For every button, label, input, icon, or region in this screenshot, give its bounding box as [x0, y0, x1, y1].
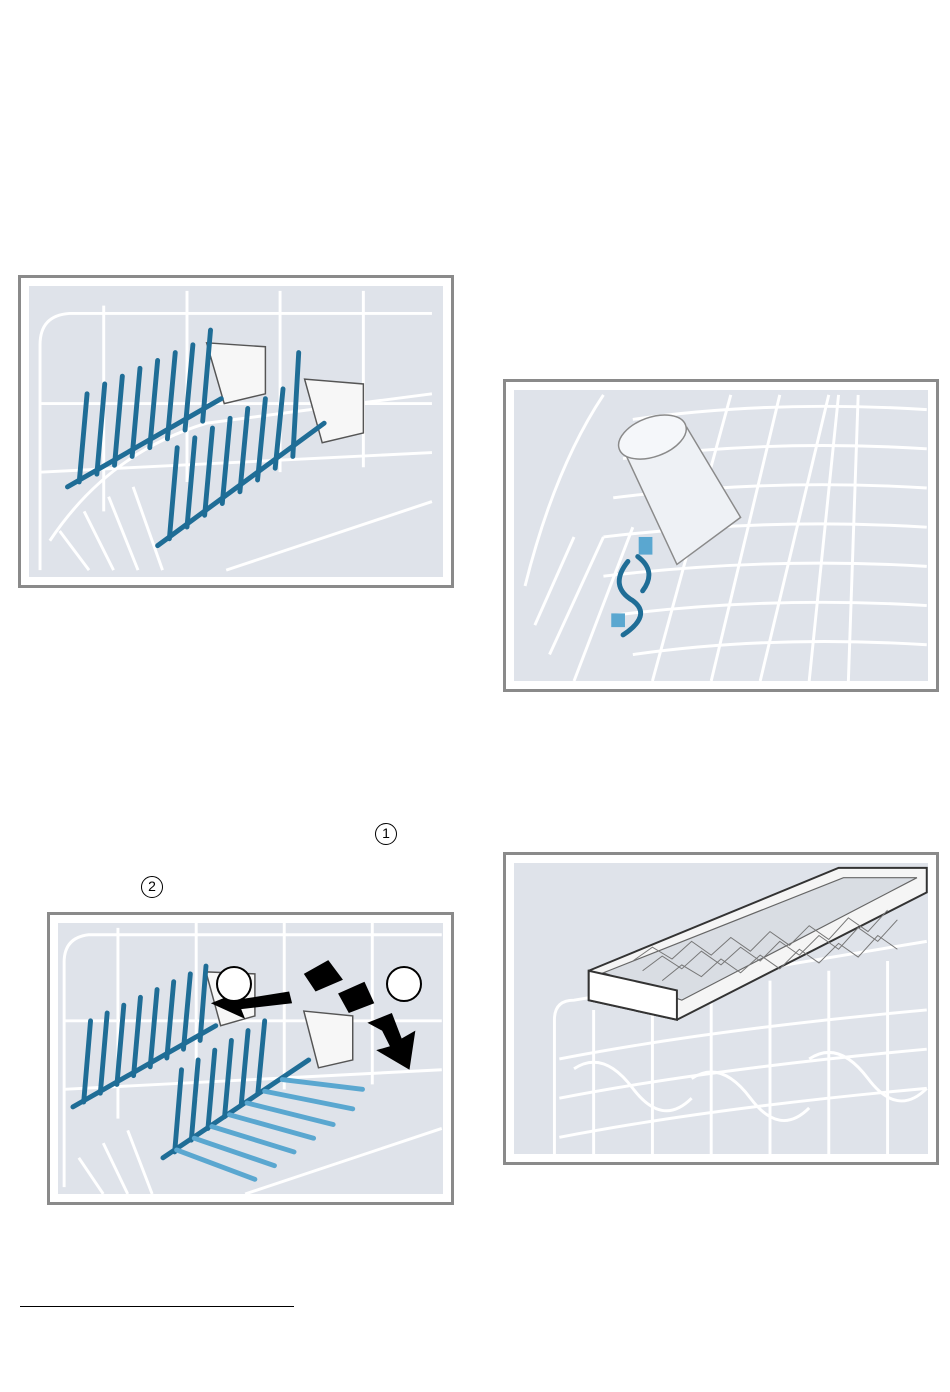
step-bubble-2 — [216, 966, 252, 1002]
figure-glass-holder — [503, 379, 939, 692]
folding-tines-steps-illustration-icon — [58, 923, 443, 1194]
figure-foldable-racks — [18, 275, 454, 588]
figure-folding-tines — [47, 912, 454, 1205]
step-bubble-1 — [386, 966, 422, 1002]
footnote-separator — [20, 1306, 294, 1307]
figure-cutlery-drawer — [503, 852, 939, 1165]
callout-step-2: 2 — [141, 876, 163, 898]
rack-illustration — [29, 286, 443, 577]
glass-holder-clip-illustration-icon — [514, 390, 928, 681]
folding-tines-illustration — [58, 923, 443, 1194]
cutlery-drawer-illustration — [514, 863, 928, 1154]
foldable-tines-rack-illustration-icon — [29, 286, 443, 577]
callout-step-1: 1 — [375, 823, 397, 845]
cutlery-drawer-illustration-icon — [514, 863, 928, 1154]
glass-holder-illustration — [514, 390, 928, 681]
